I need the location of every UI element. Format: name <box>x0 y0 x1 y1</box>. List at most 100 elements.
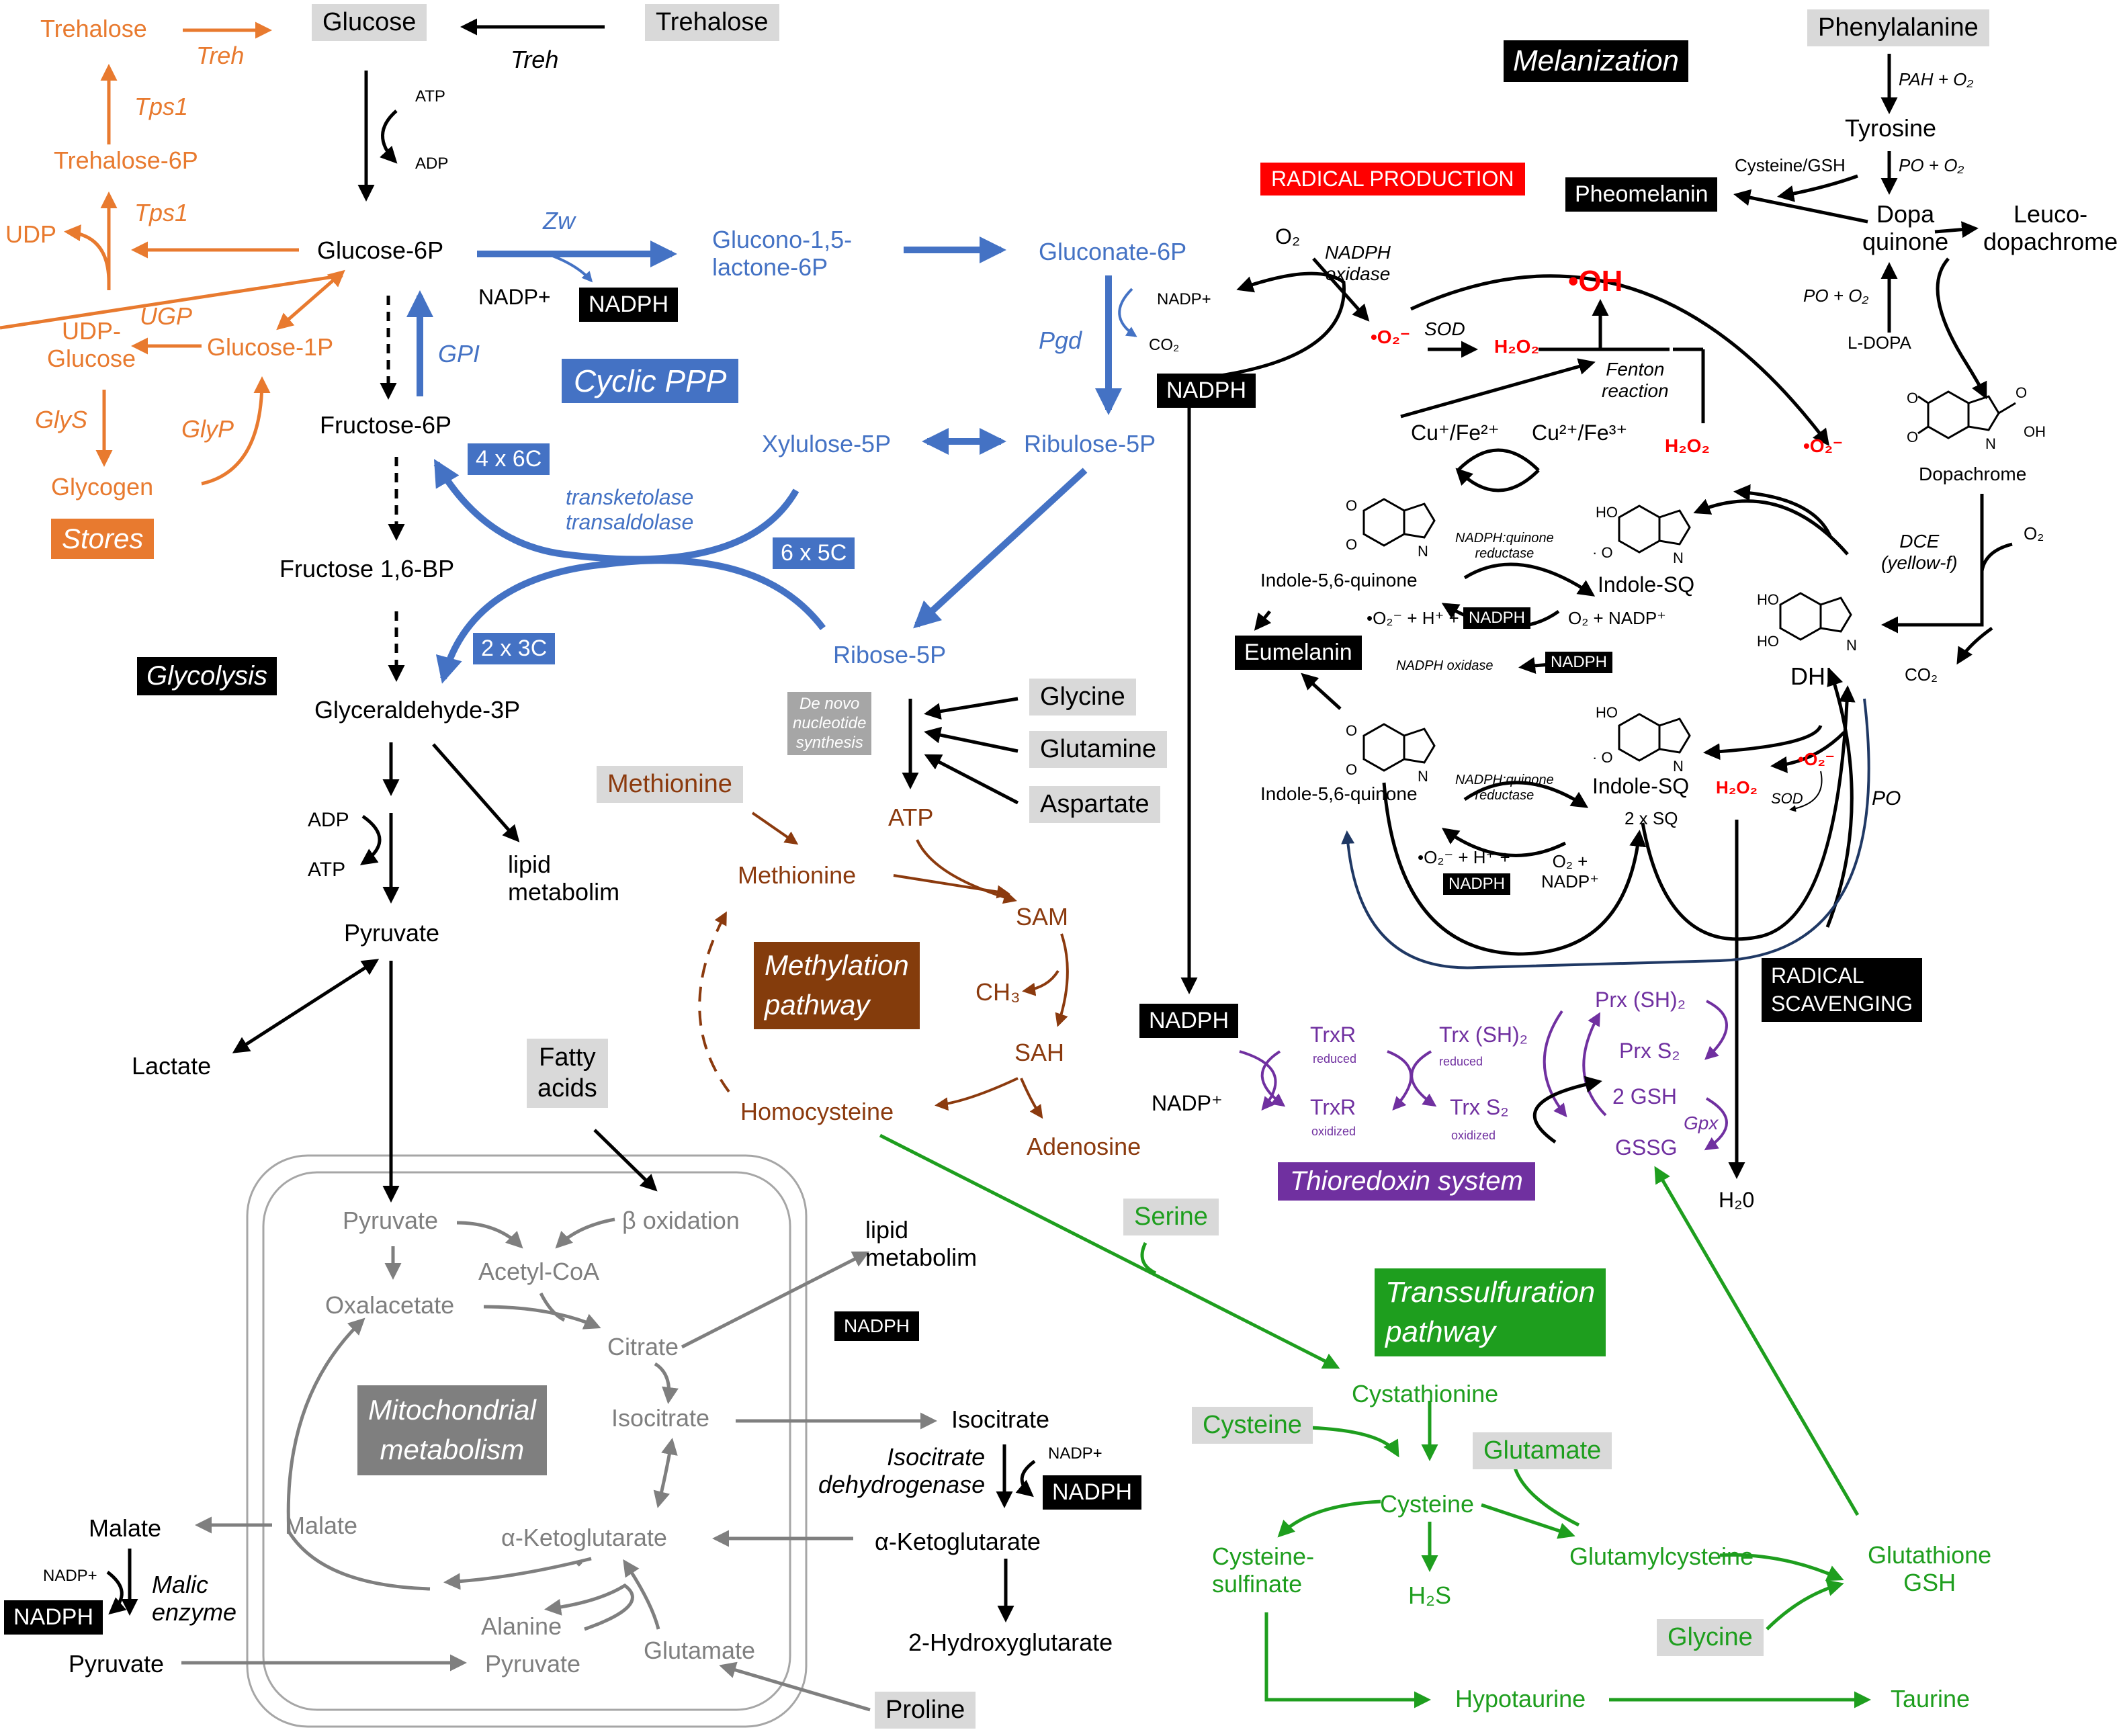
isocitrate-dehydrogenase-label: Isocitrate dehydrogenase <box>818 1443 986 1499</box>
melanization-box: Melanization <box>1504 40 1689 82</box>
methylation-pathway-box: Methylation pathway <box>754 942 920 1029</box>
taurine-label: Taurine <box>1891 1685 1971 1712</box>
udp-label: UDP <box>5 220 57 248</box>
pyruvate-out-label: Pyruvate <box>69 1650 165 1678</box>
mito-isocitrate-label: Isocitrate <box>611 1404 710 1432</box>
glyp-enzyme-label: GlyP <box>181 415 234 443</box>
glutamate-box: Glutamate <box>1473 1432 1612 1469</box>
superoxide-h-line-2: •O₂⁻ + H⁺ + <box>1418 847 1510 867</box>
lipid-metabolism-label: lipid metabolim <box>508 851 620 906</box>
cu-fe-reduced-label: Cu⁺/Fe²⁺ <box>1411 421 1500 445</box>
udp-glucose-label: UDP- Glucose <box>47 317 136 373</box>
indole-sq-structure-icon: HO · O N <box>1592 504 1691 566</box>
beta-oxidation-label: β oxidation <box>622 1207 740 1234</box>
h2s-label: H₂S <box>1408 1581 1451 1609</box>
svg-text:O: O <box>1346 497 1357 514</box>
nadp-plus-label: NADP+ <box>478 285 551 309</box>
nadph-oxidase-label-2: NADPH oxidase <box>1396 658 1494 673</box>
mitochondrion-inner <box>262 1171 791 1711</box>
svg-text:HO: HO <box>1757 633 1779 650</box>
trxr-oxidized-label: TrxR <box>1310 1095 1356 1119</box>
mitochondrial-metabolism-box: Mitochondrial metabolism <box>357 1385 547 1475</box>
leucodopachrome-label: Leuco- dopachrome <box>1983 200 2118 256</box>
gpi-enzyme-label: GPI <box>438 340 480 367</box>
svg-text:N: N <box>1418 768 1428 785</box>
prx-sh-label: Prx (SH)₂ <box>1595 988 1686 1012</box>
po-o2-label: PO + O₂ <box>1899 155 1964 175</box>
glycolysis-box: Glycolysis <box>137 657 277 695</box>
akg-label: α-Ketoglutarate <box>875 1528 1041 1555</box>
cysteine-label: Cysteine <box>1380 1490 1475 1518</box>
malic-enzyme-label: Malic enzyme <box>152 1571 237 1626</box>
atp-label-2: ATP <box>308 859 346 881</box>
svg-text:O: O <box>1907 390 1918 406</box>
svg-text:O: O <box>1346 536 1357 553</box>
nadp-label-scavenging: NADP⁺ <box>1152 1091 1223 1115</box>
svg-text:N: N <box>1846 637 1857 654</box>
o2-nadp-label-2: O₂ + NADP⁺ <box>1541 851 1599 892</box>
svg-text:HO: HO <box>1596 704 1618 721</box>
glucose-6p-label: Glucose-6P <box>317 236 444 264</box>
nucleotide-arrows <box>902 697 1019 805</box>
nadp-plus-idh-label: NADP+ <box>1048 1444 1102 1463</box>
pah-label: PAH + O₂ <box>1899 69 1974 89</box>
ch3-label: CH₃ <box>976 978 1021 1006</box>
nadph-box-mel-c: NADPH <box>1443 873 1511 895</box>
reduced-label-2: reduced <box>1439 1055 1483 1068</box>
thioredoxin-arrows <box>1239 1000 1728 1151</box>
melanization-arrows <box>1215 54 2013 1179</box>
glyceraldehyde-3p-label: Glyceraldehyde-3P <box>314 696 521 724</box>
indole-quinone-structure-icon: O O N <box>1346 497 1436 560</box>
po-navy-arc <box>1341 698 1870 969</box>
ribose-5p-label: Ribose-5P <box>833 641 947 668</box>
cysteine-gsh-label: Cysteine/GSH <box>1735 155 1846 175</box>
mito-exterior-arrows <box>106 388 1198 1622</box>
radical-production-box: RADICAL PRODUCTION <box>1260 163 1525 196</box>
nadph-box-mel-b: NADPH <box>1545 652 1613 673</box>
eumelanin-box: Eumelanin <box>1235 636 1362 670</box>
dopachrome-label: Dopachrome <box>1919 464 2027 484</box>
adp-label: ADP <box>415 155 449 173</box>
nadph-box-idh: NADPH <box>1043 1475 1142 1510</box>
cysteine-box: Cysteine <box>1192 1407 1313 1444</box>
gluconate-6p-label: Gluconate-6P <box>1039 238 1187 265</box>
radical-scavenging-box: RADICAL SCAVENGING <box>1762 958 1922 1023</box>
tps1-enzyme-label-b: Tps1 <box>134 199 189 226</box>
l-dopa-label: L-DOPA <box>1848 333 1911 353</box>
alanine-label: Alanine <box>481 1612 562 1640</box>
sam-label: SAM <box>1016 903 1069 930</box>
svg-text:HO: HO <box>1757 591 1779 608</box>
cu-fe-oxidized-label: Cu²⁺/Fe³⁺ <box>1532 421 1628 445</box>
stores-arrows <box>0 21 345 486</box>
dhi-label: DHI <box>1790 662 1832 690</box>
phenylalanine-box: Phenylalanine <box>1807 9 1989 46</box>
o2-radical-label: O₂ <box>1275 224 1301 249</box>
superoxide-label-2: •O₂⁻ <box>1803 435 1843 456</box>
atp-label: ATP <box>415 87 445 105</box>
svg-text:N: N <box>1673 550 1684 566</box>
svg-text:O: O <box>1346 761 1357 778</box>
acetyl-coa-label: Acetyl-CoA <box>478 1258 600 1285</box>
svg-text:N: N <box>1673 758 1684 775</box>
tps1-enzyme-label-a: Tps1 <box>134 93 189 120</box>
nadph-box-malic: NADPH <box>4 1600 103 1635</box>
thioredoxin-system-box: Thioredoxin system <box>1278 1162 1535 1201</box>
serine-box: Serine <box>1123 1199 1219 1235</box>
h2o-label: H₂0 <box>1719 1188 1755 1212</box>
nadph-oxidase-label: NADPH oxidase <box>1325 242 1391 285</box>
dce-label: DCE (yellow-f) <box>1881 531 1958 574</box>
mito-pyruvate-label: Pyruvate <box>343 1207 439 1234</box>
two-sq-label: 2 x SQ <box>1625 808 1678 828</box>
hypotaurine-label: Hypotaurine <box>1455 1685 1586 1712</box>
glucose-1p-label: Glucose-1P <box>207 333 334 361</box>
ribulose-5p-label: Ribulose-5P <box>1024 430 1156 458</box>
glys-enzyme-label: GlyS <box>35 406 88 433</box>
superoxide-label-3: •O₂⁻ <box>1798 749 1835 769</box>
carbon-3c-box: 2 x 3C <box>473 633 556 664</box>
svg-text:· O: · O <box>1592 544 1613 561</box>
atp-methylation-label: ATP <box>888 804 934 831</box>
quinone-reductase-label-2: NADPH:quinone reductase <box>1455 773 1554 803</box>
nadph-box-ppp: NADPH <box>579 288 679 322</box>
